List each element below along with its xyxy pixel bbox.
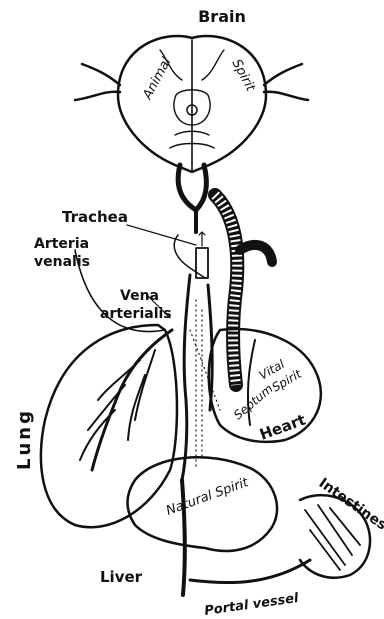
label-trachea: Trachea <box>62 208 128 226</box>
label-brain: Brain <box>198 7 246 26</box>
vena-cava <box>182 275 220 480</box>
label-spirit-brain: Spirit <box>228 57 258 95</box>
trachea <box>174 232 208 278</box>
label-portal-vessel: Portal vessel <box>203 591 300 619</box>
label-heart: Heart <box>257 411 308 444</box>
label-animal: Animal <box>140 55 175 103</box>
label-venalis: venalis <box>34 254 90 270</box>
label-arterialis: arterialis <box>100 306 172 322</box>
label-arteria: Arteria <box>34 236 89 252</box>
brain <box>75 36 308 172</box>
label-intestines: Intestines <box>316 475 384 533</box>
label-lung: Lung <box>14 408 35 470</box>
label-liver: Liver <box>100 568 143 586</box>
label-natural-spirit: Natural Spirit <box>164 475 251 519</box>
carotid-arteries <box>178 165 206 232</box>
aorta <box>215 195 272 385</box>
label-vena: Vena <box>120 288 159 304</box>
